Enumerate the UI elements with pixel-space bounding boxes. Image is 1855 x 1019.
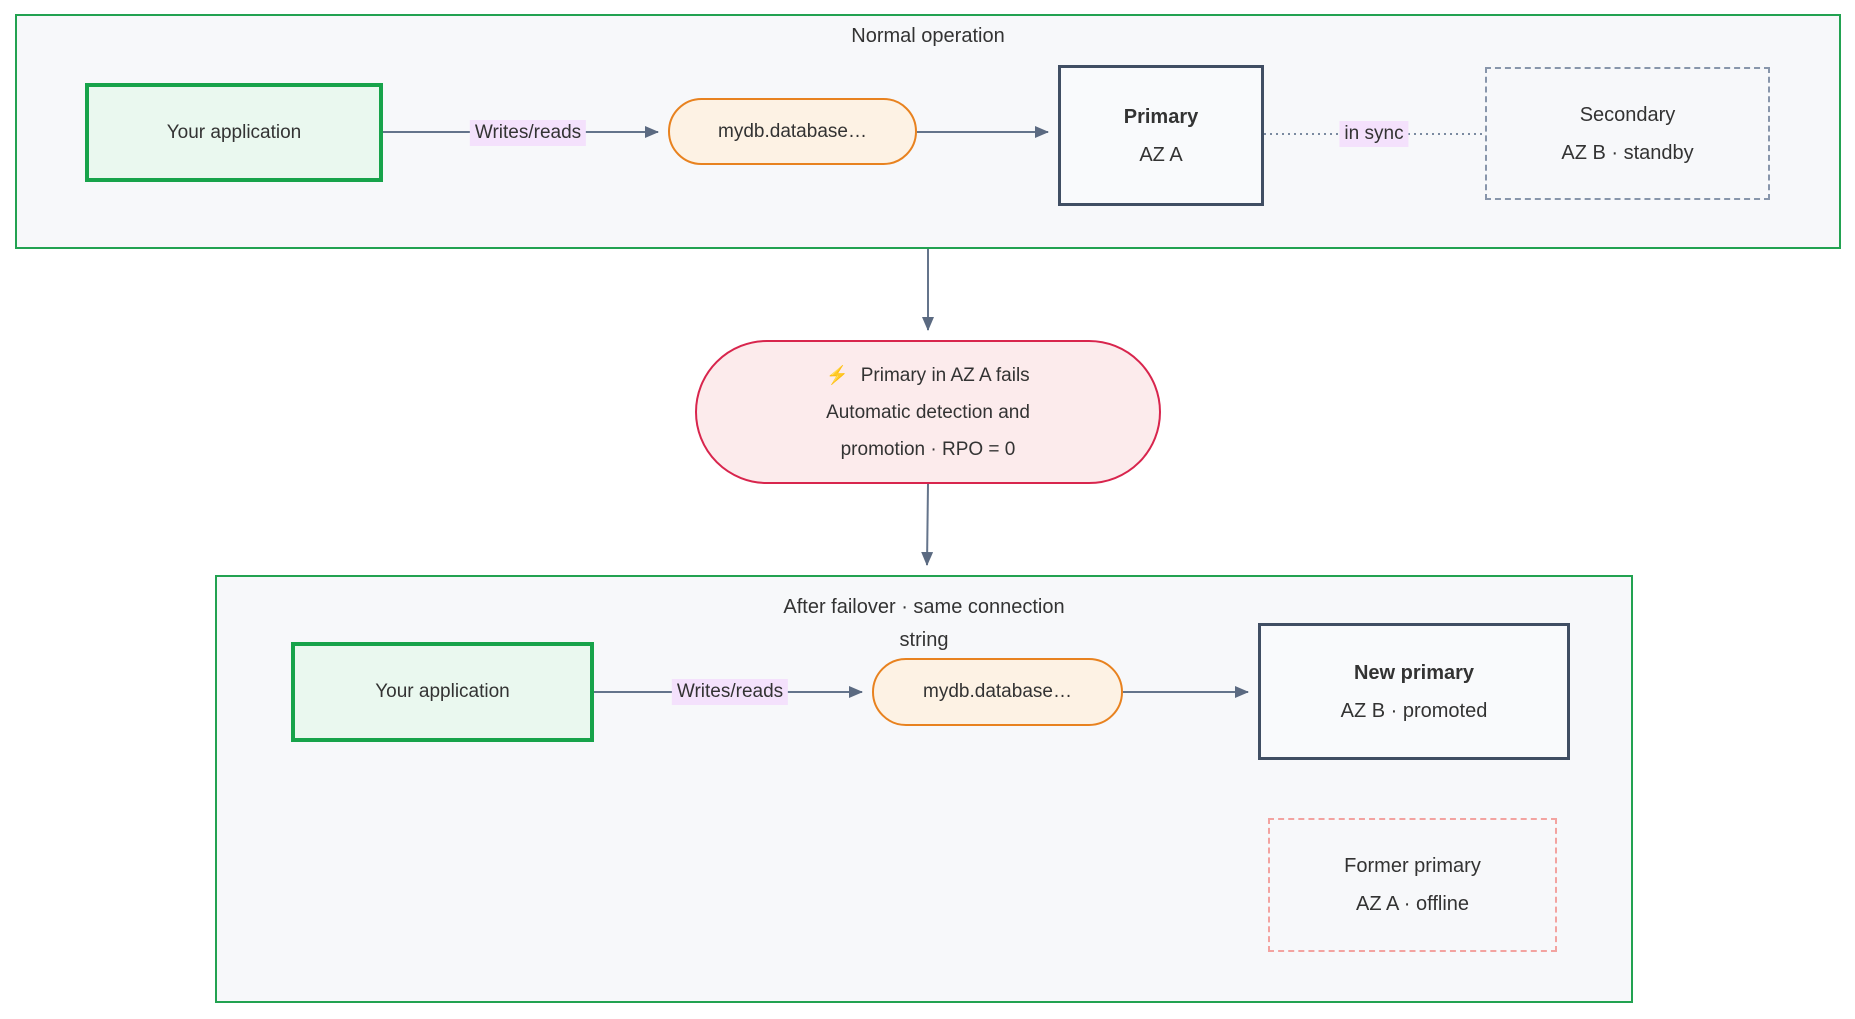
failure-event-node: ⚡ Primary in AZ A fails Automatic detecti…: [695, 340, 1161, 484]
node-label: Your application: [375, 681, 510, 702]
lightning-icon: ⚡: [826, 364, 849, 385]
node-label: mydb.database…: [923, 681, 1072, 702]
former-primary-title: Former primary: [1344, 855, 1481, 877]
node-label: mydb.database…: [718, 120, 867, 142]
db-endpoint-node-bottom: mydb.database…: [872, 658, 1123, 726]
in-sync-label: in sync: [1339, 121, 1409, 147]
new-primary-title: New primary: [1353, 661, 1475, 684]
secondary-node: Secondary AZ B · standby: [1485, 67, 1770, 200]
your-application-node-bottom: Your application: [291, 642, 594, 742]
your-application-node-top: Your application: [85, 83, 383, 182]
new-primary-node: New primary AZ B · promoted: [1258, 623, 1570, 760]
primary-title: Primary: [1123, 105, 1199, 128]
edge-failure-to-after: [921, 483, 934, 566]
primary-subtitle: AZ A: [1139, 143, 1183, 166]
secondary-subtitle: AZ B · standby: [1561, 141, 1694, 164]
writes-reads-label-bottom: Writes/reads: [671, 679, 789, 705]
new-primary-subtitle: AZ B · promoted: [1340, 699, 1488, 722]
primary-node: Primary AZ A: [1058, 65, 1264, 206]
db-endpoint-node-top: mydb.database…: [668, 98, 917, 165]
after-section-title-line1: After failover · same connection: [783, 596, 1065, 618]
secondary-title: Secondary: [1579, 103, 1676, 126]
former-primary-subtitle: AZ A · offline: [1355, 893, 1470, 915]
failure-line-3: promotion · RPO = 0: [840, 438, 1016, 460]
failure-line-2: Automatic detection and: [826, 401, 1030, 423]
normal-section-title: Normal operation: [851, 25, 1005, 47]
failure-line-1: ⚡ Primary in AZ A fails: [826, 357, 1029, 394]
former-primary-node: Former primary AZ A · offline: [1268, 818, 1557, 952]
after-section-title-line2: string: [899, 629, 949, 651]
failure-line-1-text: Primary in AZ A fails: [860, 364, 1030, 386]
writes-reads-label-top: Writes/reads: [469, 120, 587, 146]
node-label: Your application: [166, 121, 302, 143]
